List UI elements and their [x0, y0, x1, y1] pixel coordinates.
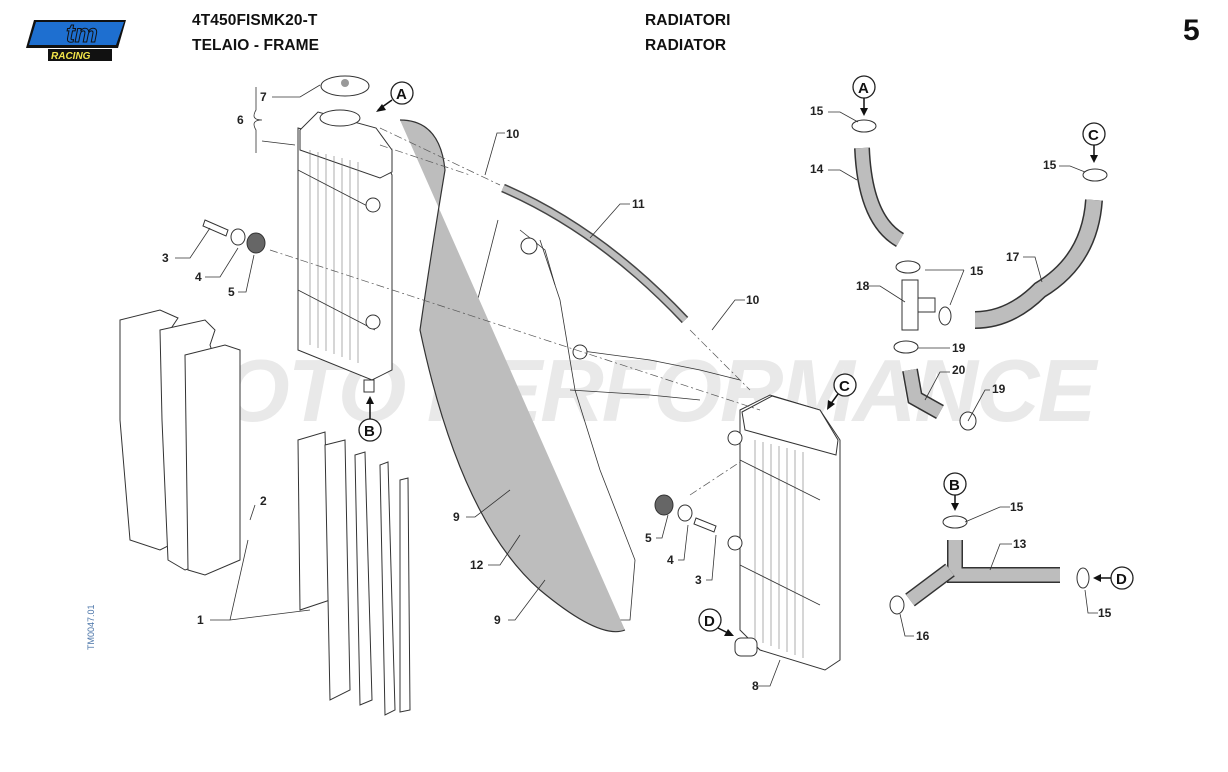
page-number: 5 — [1183, 14, 1200, 47]
svg-text:C: C — [1088, 127, 1099, 144]
left-shroud — [119, 309, 241, 576]
hose-12 — [399, 119, 626, 633]
group-title: TELAIO - FRAME — [192, 37, 320, 54]
label-10: 10 — [746, 293, 760, 307]
label-10: 10 — [506, 127, 520, 141]
model-code: 4T450FISMK20-T — [192, 12, 318, 29]
callout-a-hose: A — [852, 75, 876, 116]
label-15: 15 — [810, 104, 824, 118]
label-5: 5 — [645, 531, 652, 545]
label-3: 3 — [162, 251, 169, 265]
callout-c-right-radiator: C — [827, 373, 857, 410]
callout-a-left: A — [376, 81, 414, 112]
label-4: 4 — [667, 553, 674, 567]
hose-kit-lower — [889, 515, 1090, 615]
left-radiator — [297, 75, 393, 393]
label-19: 19 — [952, 341, 966, 355]
svg-text:tm: tm — [66, 18, 98, 48]
svg-text:B: B — [364, 423, 375, 440]
label-16: 16 — [916, 629, 930, 643]
callout-c-hose: C — [1082, 122, 1106, 163]
bolt-washer-grommet-right — [654, 494, 717, 533]
section-title-en: RADIATOR — [645, 37, 727, 54]
svg-text:D: D — [704, 613, 715, 630]
label-13: 13 — [1013, 537, 1027, 551]
callout-b-left: B — [358, 396, 382, 442]
label-7: 7 — [260, 90, 267, 104]
watermark: MOTO PERFORMANCE — [150, 341, 1096, 440]
part-labels: 7 6 3 4 5 2 1 8 9 12 9 10 11 10 5 4 3 15… — [162, 90, 1112, 693]
brand-logo: tm RACING — [26, 12, 136, 62]
section-title-it: RADIATORI — [645, 12, 731, 29]
callout-b-hose: B — [943, 472, 967, 511]
svg-text:D: D — [1116, 571, 1127, 588]
label-11: 11 — [632, 197, 645, 211]
callout-d-right-radiator: D — [698, 608, 734, 636]
label-5: 5 — [228, 285, 235, 299]
label-4: 4 — [195, 270, 202, 284]
label-15: 15 — [1098, 606, 1112, 620]
label-8: 8 — [752, 679, 759, 693]
label-17: 17 — [1006, 250, 1020, 264]
hose-kit-upper — [851, 119, 1108, 431]
label-9: 9 — [453, 510, 460, 524]
label-2: 2 — [260, 494, 267, 508]
bolt-washer-grommet-left — [202, 219, 266, 254]
callout-d-hose: D — [1093, 566, 1134, 590]
label-9: 9 — [494, 613, 501, 627]
label-18: 18 — [856, 279, 870, 293]
label-1: 1 — [197, 613, 204, 627]
label-19: 19 — [992, 382, 1006, 396]
svg-text:C: C — [839, 378, 850, 395]
right-radiator — [727, 394, 841, 671]
svg-text:RACING: RACING — [51, 51, 91, 62]
svg-text:A: A — [396, 86, 407, 103]
label-15: 15 — [1043, 158, 1057, 172]
label-15: 15 — [970, 264, 984, 278]
label-15: 15 — [1010, 500, 1024, 514]
label-6: 6 — [237, 113, 244, 127]
svg-text:B: B — [949, 477, 960, 494]
svg-text:A: A — [858, 80, 869, 97]
hose-11-fill — [501, 185, 688, 323]
label-12: 12 — [470, 558, 484, 572]
right-grille — [297, 431, 411, 716]
label-20: 20 — [952, 363, 966, 377]
label-3: 3 — [695, 573, 702, 587]
label-14: 14 — [810, 162, 824, 176]
callouts: A B C D A C — [358, 75, 1134, 636]
